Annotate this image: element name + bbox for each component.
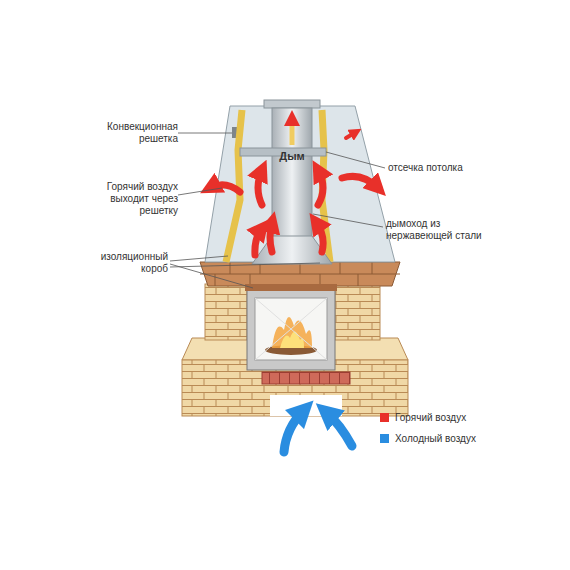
smoke-label: Дым (277, 150, 307, 162)
firebox (247, 290, 335, 370)
leader-lines-part (326, 152, 385, 168)
hot-air-arrows-part (342, 176, 378, 188)
legend-text: Холодный воздух (395, 433, 476, 444)
mantel (200, 262, 400, 291)
chimney-pipe-part (272, 108, 312, 238)
leader-lines-part (178, 188, 222, 195)
hot-air-arrows-part (318, 170, 323, 205)
callout-label: Конвекционная решетка (92, 121, 178, 145)
callout-label: изоляционный короб (84, 251, 168, 275)
firebox-part (255, 298, 327, 360)
firebox-part (280, 331, 304, 348)
fireplace-base (182, 338, 408, 416)
brick-pillars-part (335, 284, 380, 340)
firebox-part (255, 298, 327, 360)
hot-air-arrows-part (210, 185, 240, 192)
hot-air-arrows-part (255, 228, 262, 255)
leader-lines-part (170, 263, 320, 267)
callout-label: отсечка потолка (388, 162, 498, 174)
mantel-part (245, 284, 337, 291)
hot-air-arrows-part (346, 132, 356, 138)
legend: Горячий воздухХолодный воздух (380, 407, 476, 449)
hot-air-arrows-part (316, 222, 323, 252)
cold-air-arrows (284, 410, 352, 452)
cold-air-arrows-part (284, 410, 304, 452)
legend-text: Горячий воздух (395, 412, 466, 423)
smoke-arrow (290, 118, 295, 145)
cold-air-arrows-part (326, 412, 352, 446)
legend-swatch (380, 434, 389, 443)
callout-label: дымоход из нержавеющей стали (386, 218, 490, 242)
fireplace-base-part (262, 372, 350, 384)
leader-lines-part (170, 264, 253, 288)
hot-air-arrows-part (270, 222, 272, 252)
legend-swatch (380, 413, 389, 422)
legend-row: Холодный воздух (380, 428, 476, 449)
leader-lines (170, 133, 385, 288)
chimney-pipe (240, 100, 332, 264)
brick-pillars-part (205, 284, 247, 340)
hot-air-arrows (210, 132, 378, 255)
chimney-pipe-part (264, 100, 320, 108)
firebox-part (247, 290, 335, 370)
firebox-part (272, 317, 312, 348)
leader-lines-part (178, 133, 232, 134)
callout-label: Горячий воздух выходит через решетку (88, 181, 178, 217)
leader-lines-part (313, 214, 383, 227)
legend-row: Горячий воздух (380, 407, 476, 428)
leader-lines-part (170, 256, 228, 261)
hot-air-arrows-part (258, 170, 262, 205)
